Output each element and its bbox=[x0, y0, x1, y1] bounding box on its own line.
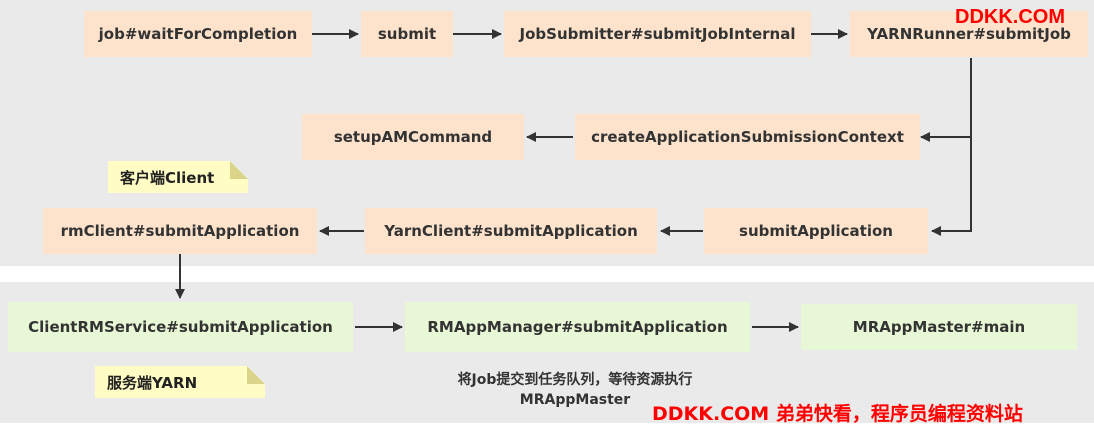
node-rmappmanager-submitapplication: RMAppManager#submitApplication bbox=[405, 302, 750, 352]
client-side-label: 客户端Client bbox=[108, 161, 248, 193]
node-job-waitforcompletion: job#waitForCompletion bbox=[84, 11, 312, 57]
node-yarnclient-submitapplication: YarnClient#submitApplication bbox=[365, 208, 657, 254]
node-create-application-submission-context: createApplicationSubmissionContext bbox=[575, 114, 920, 160]
node-clientrmservice-submitapplication: ClientRMService#submitApplication bbox=[8, 302, 353, 352]
node-submitapplication: submitApplication bbox=[704, 208, 928, 254]
client-side-label-text: 客户端Client bbox=[120, 168, 215, 187]
queue-caption-line1: 将Job提交到任务队列，等待资源执行 bbox=[457, 372, 693, 388]
server-side-label: 服务端YARN bbox=[95, 366, 265, 398]
node-jobsubmitter-submitjobinternal: JobSubmitter#submitJobInternal bbox=[504, 11, 811, 57]
node-submit: submit bbox=[361, 11, 453, 57]
queue-caption: 将Job提交到任务队列，等待资源执行 MRAppMaster bbox=[420, 370, 730, 410]
server-side-label-text: 服务端YARN bbox=[107, 373, 198, 392]
node-yarnrunner-submitjob: YARNRunner#submitJob bbox=[850, 11, 1088, 57]
node-mrappmaster-main: MRAppMaster#main bbox=[801, 304, 1077, 350]
node-rmclient-submitapplication: rmClient#submitApplication bbox=[43, 208, 317, 254]
node-setupamcommand: setupAMCommand bbox=[302, 114, 524, 160]
watermark-bottom: DDKK.COM 弟弟快看，程序员编程资料站 bbox=[652, 403, 1023, 425]
watermark-top: DDKK.COM bbox=[955, 6, 1065, 28]
queue-caption-line2: MRAppMaster bbox=[519, 392, 631, 408]
arrow-yarnrunner-branch bbox=[931, 58, 972, 236]
